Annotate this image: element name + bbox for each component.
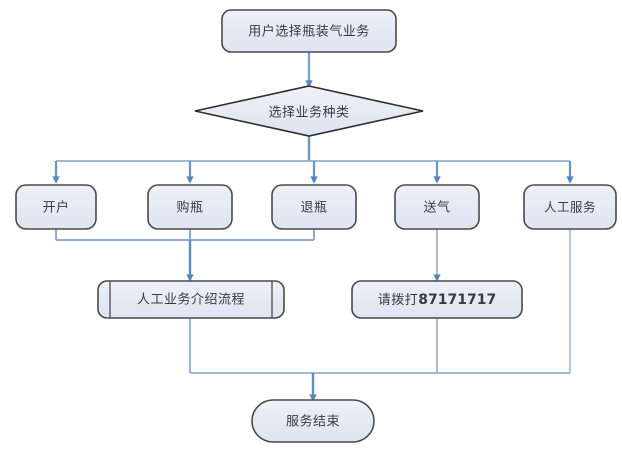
start-shape (221, 9, 397, 53)
node-start[interactable]: 用户选择瓶装气业务 (221, 9, 397, 53)
phone-shape (351, 280, 523, 319)
opt-return-bottle-shape (271, 184, 357, 230)
node-phone[interactable]: 请拨打87171717 (351, 280, 523, 319)
node-manual-process[interactable]: 人工业务介绍流程 (97, 280, 285, 319)
node-end[interactable]: 服务结束 (251, 399, 375, 443)
end-label: 服务结束 (286, 414, 340, 430)
opt-open-account-shape (15, 184, 97, 230)
phone-label-group: 请拨打87171717 (378, 292, 496, 308)
end-shape (251, 399, 375, 443)
opt-manual-service-shape (523, 184, 617, 230)
node-decision[interactable]: 选择业务种类 (194, 85, 424, 137)
opt-buy-bottle-label: 购瓶 (176, 200, 203, 216)
opt-open-account-label: 开户 (42, 200, 69, 216)
node-opt-buy-bottle[interactable]: 购瓶 (147, 184, 233, 230)
node-opt-manual-service[interactable]: 人工服务 (523, 184, 617, 230)
opt-deliver-gas-shape (394, 184, 480, 230)
decision-shape (194, 85, 424, 137)
opt-manual-service-label: 人工服务 (544, 200, 596, 215)
manual-process-shape (97, 280, 285, 319)
opt-return-bottle-label: 退瓶 (300, 201, 327, 216)
connector-layer (52, 52, 574, 402)
node-opt-return-bottle[interactable]: 退瓶 (271, 184, 357, 230)
manual-process-label: 人工业务介绍流程 (137, 292, 245, 308)
start-label: 用户选择瓶装气业务 (248, 24, 370, 40)
opt-deliver-gas-label: 送气 (423, 200, 450, 216)
opt-buy-bottle-shape (147, 184, 233, 230)
node-opt-open-account[interactable]: 开户 (15, 184, 97, 230)
decision-label: 选择业务种类 (268, 105, 349, 121)
phone-number: 87171717 (418, 292, 496, 308)
node-opt-deliver-gas[interactable]: 送气 (394, 184, 480, 230)
phone-label-prefix: 请拨打 (378, 293, 419, 308)
